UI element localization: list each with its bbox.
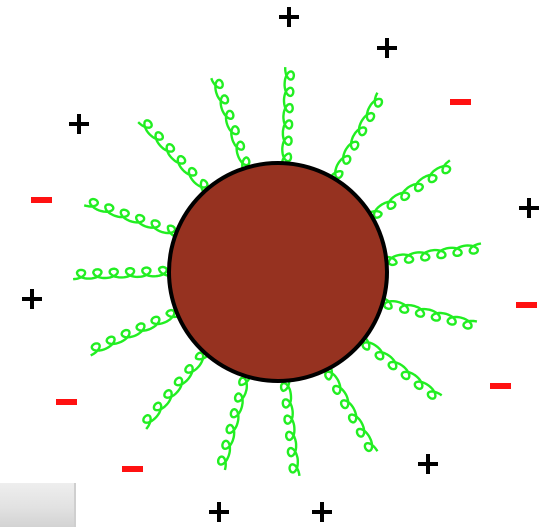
ligand-coil: [282, 67, 294, 165]
particle-core: [169, 163, 387, 381]
ligand-coil: [211, 78, 249, 171]
ligand-coil: [281, 378, 299, 476]
ligand-coil: [138, 120, 207, 193]
ligand-coil: [384, 244, 481, 265]
ligand-coil: [330, 93, 382, 179]
plus-sign: +: [209, 502, 229, 522]
ligand-coil: [363, 336, 442, 398]
plus-sign: +: [519, 198, 539, 218]
plus-sign: +: [312, 502, 332, 522]
corner-thumbnail: [0, 483, 76, 527]
minus-sign: −: [31, 197, 52, 203]
minus-sign: −: [56, 399, 77, 405]
ligand-coil: [73, 267, 171, 279]
plus-sign: +: [22, 289, 42, 309]
plus-sign: +: [279, 7, 299, 27]
ligand-coil: [325, 366, 377, 452]
ligand-coil: [91, 310, 181, 355]
ligand-coil: [218, 375, 250, 470]
ligand-coil: [143, 353, 209, 429]
minus-sign: −: [122, 466, 143, 472]
plus-sign: +: [418, 454, 438, 474]
plus-sign: +: [377, 38, 397, 58]
minus-sign: −: [516, 302, 537, 308]
minus-sign: −: [450, 99, 471, 105]
ligand-coil: [382, 298, 477, 329]
minus-sign: −: [490, 383, 511, 389]
ligand-coil: [84, 199, 177, 237]
plus-sign: +: [69, 114, 89, 134]
ligand-coil: [368, 160, 450, 217]
